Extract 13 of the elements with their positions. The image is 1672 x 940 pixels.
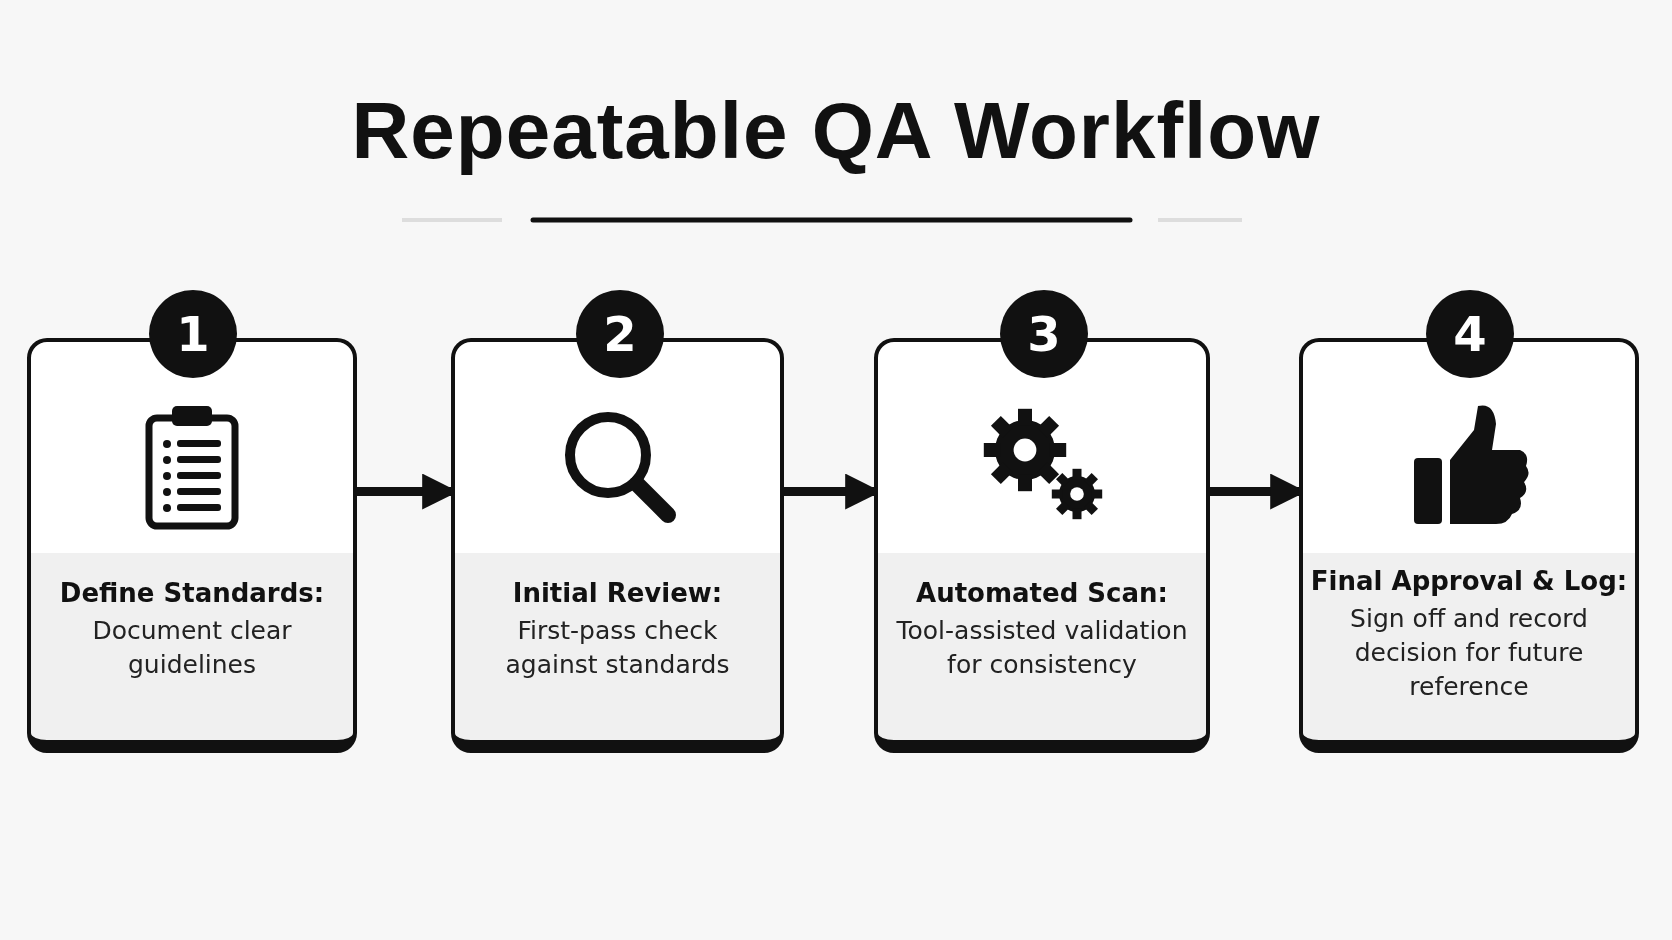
step-heading: Automated Scan:	[916, 578, 1168, 608]
step-heading: Initial Review:	[512, 578, 723, 608]
step-description: Document clear guidelines	[91, 615, 293, 681]
step-description: Tool-assisted validation for consistency	[895, 615, 1189, 681]
title: Repeatable QA Workflow	[350, 85, 1322, 177]
step-number: 1	[149, 290, 237, 378]
step-description: Sign off and record decision for future reference	[1349, 603, 1589, 703]
step-number: 4	[1426, 290, 1514, 378]
step-heading: Final Approval & Log:	[1310, 566, 1628, 596]
step-number: 3	[1000, 290, 1088, 378]
step-description: First-pass check against standards	[504, 615, 731, 681]
step-heading: Define Standards:	[59, 578, 325, 608]
step-number: 2	[576, 290, 664, 378]
